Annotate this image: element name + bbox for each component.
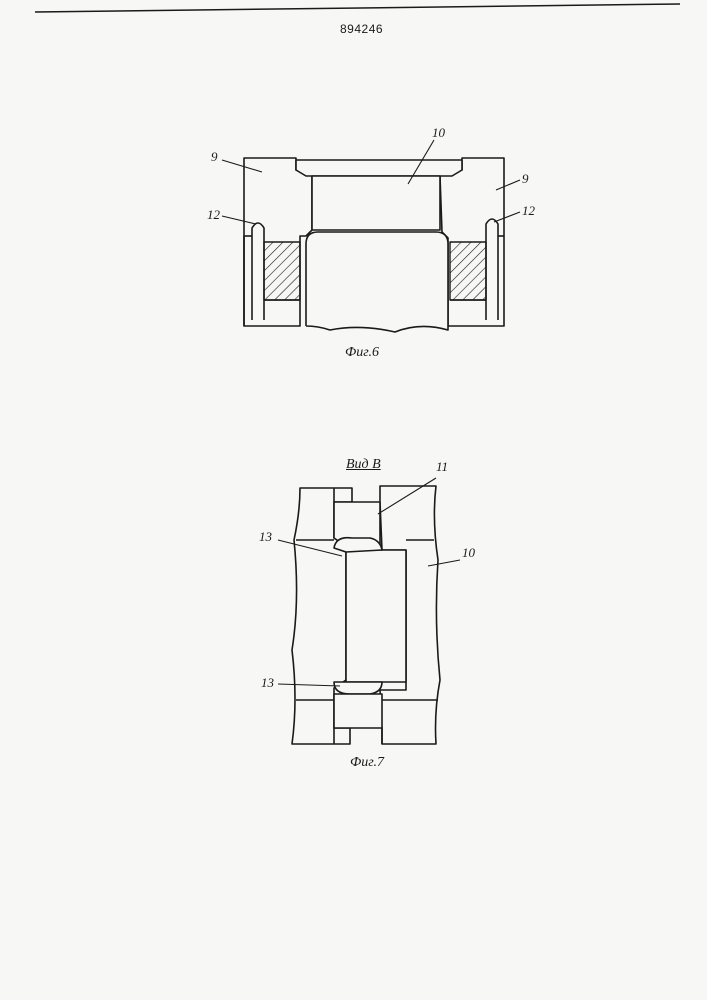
label-part-9-right: 9 [522, 172, 529, 185]
label-part-10-fig7: 10 [462, 546, 475, 559]
notch-13-bottom [334, 682, 382, 694]
hatched-section-left [264, 242, 300, 300]
label-part-10: 10 [432, 126, 445, 139]
figure-7-drawing [278, 478, 460, 744]
figure-6-caption: Фиг.6 [345, 346, 379, 360]
figure-7-view-title: Вид В [346, 458, 381, 472]
part-10-body [312, 176, 440, 230]
part-10-top [296, 160, 462, 176]
part-10-lower [306, 232, 448, 332]
label-part-9-left: 9 [211, 150, 218, 163]
label-part-12-right: 12 [522, 204, 535, 217]
label-part-12-left: 12 [207, 208, 220, 221]
label-part-13-bottom: 13 [261, 676, 274, 689]
hatched-section-right [450, 242, 486, 300]
figure-6-drawing [222, 140, 520, 332]
label-part-13-top: 13 [259, 530, 272, 543]
inner-plate [346, 550, 406, 682]
label-part-11: 11 [436, 460, 448, 473]
notch-13-top [334, 538, 382, 552]
patent-number: 894246 [340, 22, 383, 36]
header-rule [35, 4, 680, 12]
figure-7-caption: Фиг.7 [350, 756, 384, 770]
part-11-bottom [334, 694, 382, 728]
